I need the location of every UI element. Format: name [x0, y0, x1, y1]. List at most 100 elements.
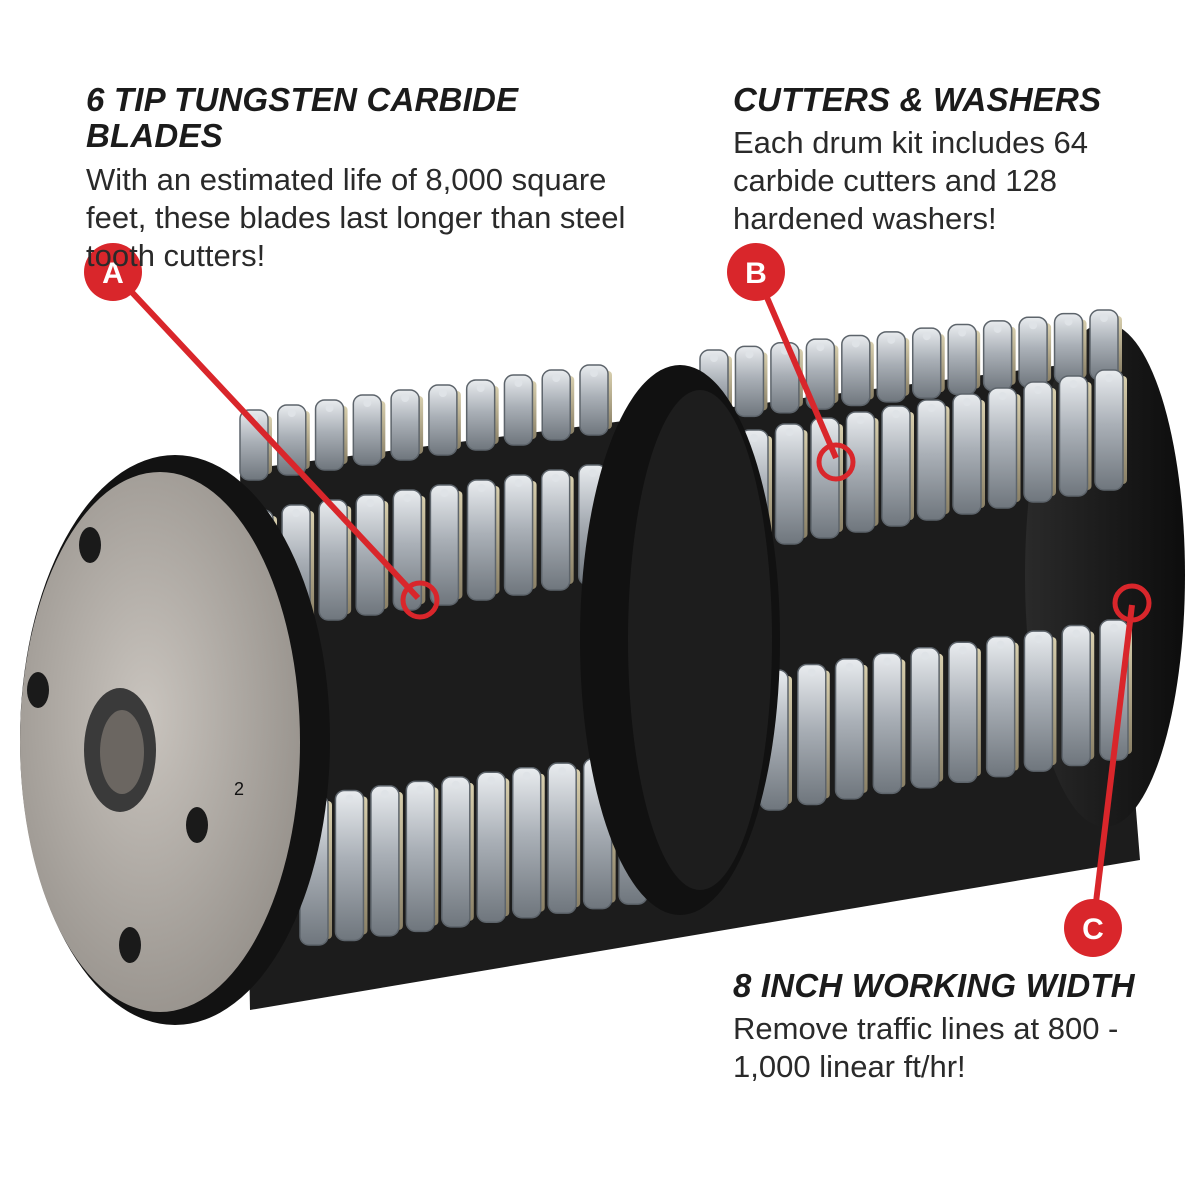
- cutter-tip: [438, 389, 447, 397]
- callout-c-title: 8 INCH WORKING WIDTH: [733, 967, 1135, 1004]
- target-ring-c: [1112, 583, 1152, 623]
- cutter-tip: [588, 469, 597, 477]
- end-plate: [20, 472, 300, 1012]
- bolt-icon: [119, 927, 141, 963]
- carbide-cutter: [390, 389, 420, 461]
- cutter-tip: [380, 789, 389, 798]
- cutter-tip: [416, 785, 425, 794]
- callout-b-title: CUTTERS & WASHERS: [733, 81, 1102, 118]
- bolt-icon: [27, 672, 49, 708]
- carbide-cutter: [541, 369, 571, 441]
- carbide-cutter: [476, 771, 507, 924]
- carbide-cutter: [774, 423, 805, 545]
- cutter-tip: [292, 509, 301, 517]
- carbide-cutter: [405, 780, 436, 933]
- callout-a-body: With an estimated life of 8,000 square f…: [86, 161, 626, 273]
- carbide-cutter: [511, 766, 542, 919]
- cutter-tip: [963, 398, 971, 406]
- carbide-cutter: [314, 399, 345, 471]
- cutter-tip: [1110, 624, 1118, 632]
- cutter-tip: [856, 416, 865, 424]
- cutter-tip: [440, 489, 449, 497]
- carbide-cutter: [1058, 375, 1089, 497]
- cutter-tip: [785, 428, 794, 436]
- carbide-cutter: [540, 469, 571, 591]
- carbide-cutter: [734, 345, 765, 418]
- cutter-tip: [892, 410, 900, 418]
- carbide-cutter: [547, 762, 577, 914]
- cutter-tip: [1072, 629, 1081, 638]
- cutter-tip: [522, 771, 531, 780]
- cutter-tip: [401, 394, 410, 402]
- bolt-icon: [186, 807, 208, 843]
- cutter-tip: [883, 657, 892, 666]
- leader-line-a: [110, 269, 421, 601]
- carbide-cutter: [1023, 630, 1054, 772]
- cutter-tip: [921, 651, 930, 660]
- leader-line-c: [1090, 604, 1135, 928]
- cutter-tip: [887, 335, 896, 344]
- callout-working-width: 8 INCH WORKING WIDTH Remove traffic line…: [733, 967, 1163, 1086]
- carbide-cutter: [845, 411, 876, 533]
- carbide-cutter: [318, 499, 348, 621]
- cutter-tip: [487, 776, 496, 785]
- cutter-tip: [1069, 380, 1078, 388]
- cutter-tip: [993, 324, 1002, 333]
- leader-lines: [110, 269, 1135, 928]
- carbide-cutter: [579, 364, 609, 436]
- callout-b-body: Each drum kit includes 64 carbide cutter…: [733, 125, 1088, 237]
- carbide-cutter: [1061, 624, 1091, 767]
- cutter-tip: [477, 484, 486, 492]
- cutter-tip: [345, 794, 354, 803]
- cutter-tip: [998, 392, 1007, 400]
- cutter-tip: [363, 399, 372, 407]
- carbide-cutter: [503, 474, 534, 596]
- cutter-tip: [1064, 317, 1073, 326]
- cutter-tip: [403, 494, 412, 502]
- carbide-cutter: [985, 635, 1016, 778]
- cutter-tip: [996, 640, 1005, 649]
- center-ring-inner: [628, 390, 772, 890]
- carbide-cutter: [911, 327, 942, 399]
- cutter-tip: [325, 404, 334, 412]
- carbide-cutter: [876, 331, 907, 403]
- carbide-cutter: [834, 658, 865, 800]
- cutter-tip: [958, 328, 967, 337]
- cutter-tip: [1105, 374, 1113, 382]
- carbide-cutter: [503, 374, 534, 446]
- cutter-tip: [922, 332, 931, 341]
- plate-bolts: [27, 527, 208, 963]
- marker-a-circle: [84, 243, 142, 301]
- marker-a: A: [84, 243, 142, 301]
- carbide-cutter: [441, 776, 471, 928]
- plate-mark: 2: [234, 779, 244, 799]
- carbide-cutter: [1023, 381, 1053, 503]
- cutter-tip: [927, 404, 936, 412]
- marker-c: C: [1064, 899, 1122, 957]
- cutter-tip: [551, 474, 560, 482]
- callout-c-body: Remove traffic lines at 800 - 1,000 line…: [733, 1011, 1119, 1085]
- carbide-cutter: [948, 641, 978, 783]
- carbide-cutter: [841, 334, 871, 407]
- cutter-tip: [287, 409, 296, 417]
- cutter-tip: [514, 379, 523, 387]
- marker-c-circle: [1064, 899, 1122, 957]
- callout-carbide-blades: 6 TIP TUNGSTEN CARBIDE BLADES With an es…: [86, 81, 646, 275]
- marker-b-circle: [727, 243, 785, 301]
- cutter-tip: [851, 339, 860, 348]
- cutter-tip: [1100, 314, 1108, 322]
- leader-line-b: [753, 270, 839, 460]
- carbide-cutter: [797, 663, 827, 806]
- cutter-tip: [750, 434, 758, 442]
- carbide-cutter: [805, 338, 836, 410]
- cutter-tip: [710, 354, 718, 362]
- marker-c-letter: C: [1082, 913, 1104, 946]
- bolt-icon: [79, 527, 101, 563]
- cutter-tip: [1034, 635, 1043, 644]
- carbide-cutter: [1094, 369, 1124, 491]
- cutter-tip: [451, 780, 460, 789]
- hub-bore-inner: [100, 710, 144, 794]
- carbide-cutter: [355, 494, 385, 616]
